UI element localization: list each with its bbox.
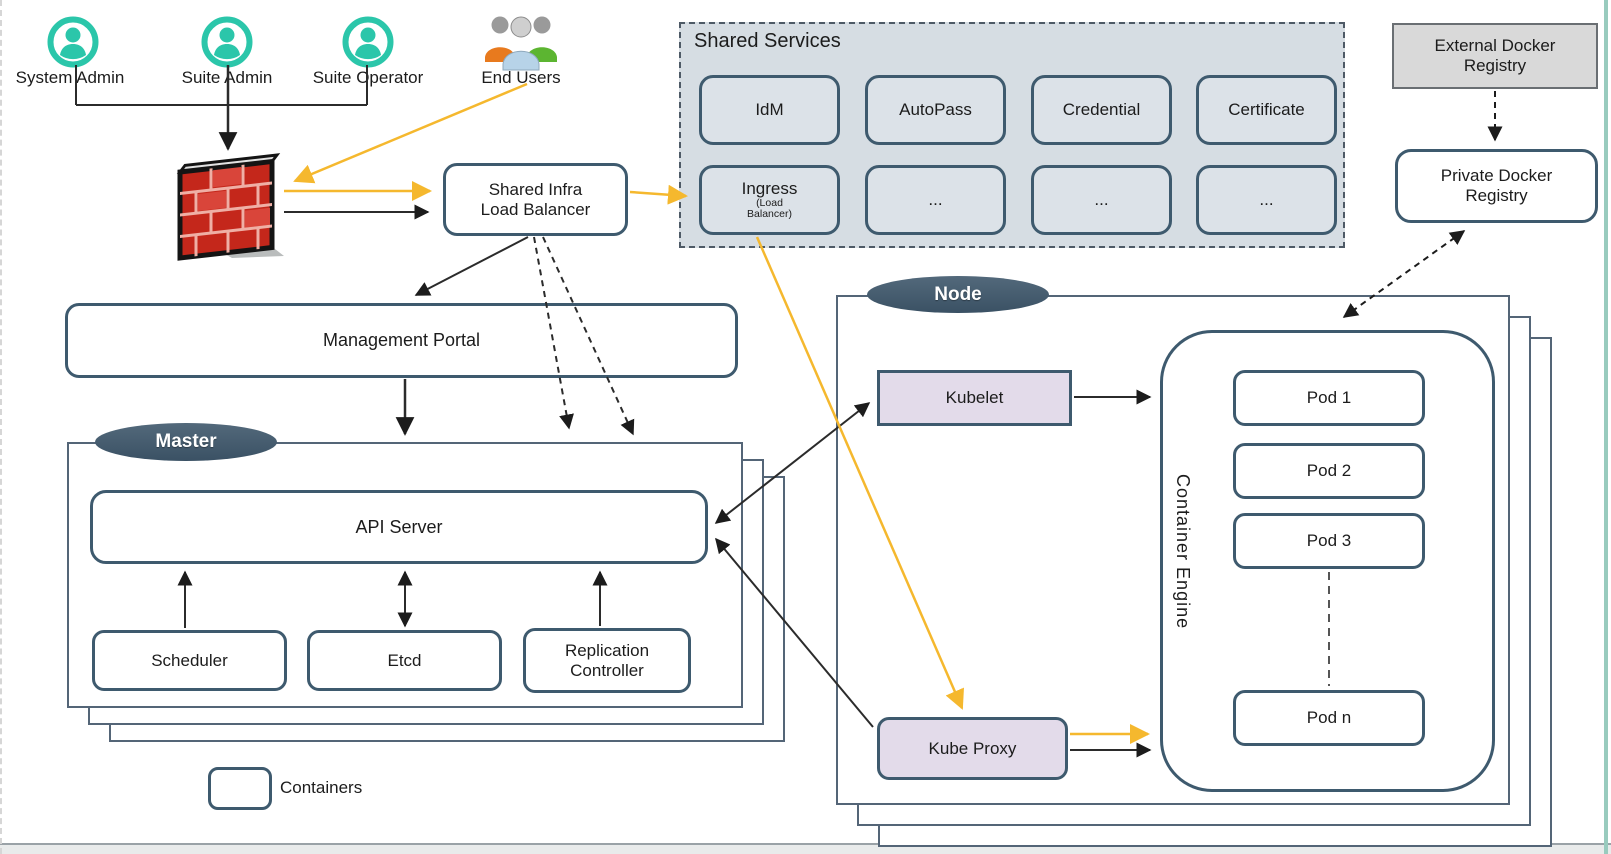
service-dots-3-label: ... bbox=[1259, 190, 1274, 210]
service-idm-label: IdM bbox=[755, 100, 784, 120]
service-dots-2: ... bbox=[1031, 165, 1172, 235]
master-tag-label: Master bbox=[155, 431, 217, 452]
scheduler-box: Scheduler bbox=[92, 630, 287, 691]
lb-line1: Shared Infra bbox=[488, 179, 583, 199]
api-server-box: API Server bbox=[90, 490, 708, 564]
service-certificate-label: Certificate bbox=[1228, 100, 1305, 120]
firewall-icon bbox=[176, 153, 284, 261]
suite-operator-user-icon bbox=[342, 16, 394, 68]
pod-n-box: Pod n bbox=[1233, 690, 1425, 746]
service-ingress-sub1: (Load bbox=[756, 196, 783, 209]
arrow-lb-to-ingress-yellow bbox=[629, 184, 688, 205]
arrow-lb-to-management-portal bbox=[414, 236, 529, 296]
left-border-line bbox=[0, 0, 2, 854]
management-portal-box: Management Portal bbox=[65, 303, 738, 378]
pod-1-label: Pod 1 bbox=[1306, 388, 1352, 408]
suite-operator-label: Suite Operator bbox=[312, 68, 424, 87]
scheduler-label: Scheduler bbox=[151, 650, 228, 670]
service-ingress: Ingress (Load Balancer) bbox=[699, 165, 840, 235]
service-dots-2-label: ... bbox=[1094, 190, 1109, 210]
shared-services-title: Shared Services bbox=[694, 30, 841, 52]
service-idm: IdM bbox=[699, 75, 840, 145]
service-dots-1: ... bbox=[865, 165, 1006, 235]
end-users-group-icon bbox=[485, 16, 557, 71]
external-docker-registry-label: External Docker Registry bbox=[1434, 36, 1556, 75]
pod-2-label: Pod 2 bbox=[1306, 461, 1352, 481]
replication-controller-box: Replication Controller bbox=[523, 628, 691, 693]
container-engine-label: Container Engine bbox=[1173, 474, 1193, 630]
replication-controller-label: Replication Controller bbox=[564, 640, 650, 680]
service-autopass: AutoPass bbox=[865, 75, 1006, 145]
api-server-label: API Server bbox=[355, 516, 443, 537]
suite-admin-label: Suite Admin bbox=[181, 68, 273, 87]
node-tag: Node bbox=[867, 276, 1049, 313]
pod-3-label: Pod 3 bbox=[1306, 531, 1352, 551]
kube-proxy-label: Kube Proxy bbox=[928, 738, 1017, 758]
pod-3-box: Pod 3 bbox=[1233, 513, 1425, 569]
containers-legend-label: Containers bbox=[280, 778, 363, 797]
kubelet-box: Kubelet bbox=[877, 370, 1072, 426]
end-users-label: End Users bbox=[481, 68, 561, 87]
kube-proxy-box: Kube Proxy bbox=[877, 717, 1068, 780]
containers-legend-swatch bbox=[208, 767, 272, 810]
service-ingress-sub2: Balancer) bbox=[747, 207, 792, 220]
etcd-label: Etcd bbox=[387, 650, 422, 670]
suite-admin-user-icon bbox=[201, 16, 253, 68]
external-docker-registry-box: External Docker Registry bbox=[1392, 23, 1598, 89]
service-certificate: Certificate bbox=[1196, 75, 1337, 145]
shared-infra-load-balancer-box: Shared Infra Load Balancer bbox=[443, 163, 628, 236]
etcd-box: Etcd bbox=[307, 630, 502, 691]
service-credential: Credential bbox=[1031, 75, 1172, 145]
lb-line2: Load Balancer bbox=[480, 199, 591, 219]
pod-n-label: Pod n bbox=[1306, 708, 1352, 728]
service-ingress-label: Ingress bbox=[741, 179, 798, 199]
private-docker-registry-box: Private Docker Registry bbox=[1395, 149, 1598, 223]
kubelet-label: Kubelet bbox=[945, 388, 1004, 408]
master-tag: Master bbox=[95, 423, 277, 461]
system-admin-user-icon bbox=[47, 16, 99, 68]
service-autopass-label: AutoPass bbox=[899, 100, 972, 120]
node-tag-label: Node bbox=[934, 283, 982, 305]
system-admin-label: System Admin bbox=[15, 68, 125, 87]
service-dots-3: ... bbox=[1196, 165, 1337, 235]
service-dots-1-label: ... bbox=[928, 190, 943, 210]
pod-2-box: Pod 2 bbox=[1233, 443, 1425, 499]
bottom-border-band bbox=[0, 843, 1611, 854]
right-border-line bbox=[1604, 0, 1608, 854]
service-credential-label: Credential bbox=[1062, 100, 1141, 120]
pod-1-box: Pod 1 bbox=[1233, 370, 1425, 426]
private-docker-registry-label: Private Docker Registry bbox=[1440, 166, 1553, 205]
management-portal-label: Management Portal bbox=[322, 330, 481, 351]
